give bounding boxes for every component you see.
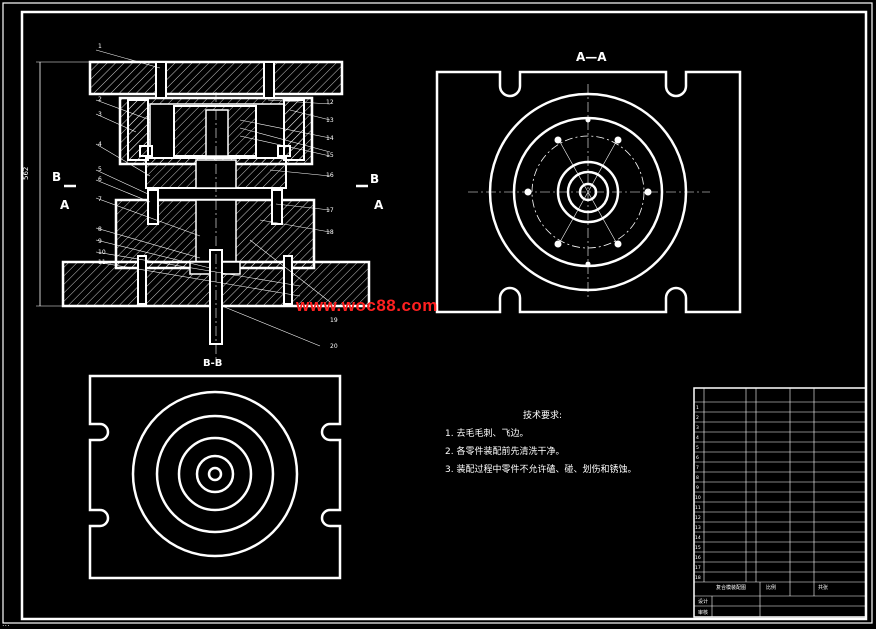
svg-text:14: 14 [326, 135, 334, 142]
svg-text:1: 1 [98, 43, 102, 50]
svg-text:8: 8 [98, 226, 102, 233]
note-line-2: 2. 各零件装配前先清洗干净。 [445, 447, 565, 457]
title-block-scale: 比例 [766, 585, 777, 591]
svg-text:13: 13 [326, 117, 334, 124]
note-line-1: 1. 去毛毛刺、飞边。 [445, 429, 529, 439]
title-block-sheet: 共张 [818, 585, 829, 591]
svg-text:16: 16 [326, 172, 334, 179]
svg-text:11: 11 [98, 259, 106, 266]
svg-text:2: 2 [696, 415, 699, 421]
svg-text:7: 7 [98, 196, 102, 203]
section-a-a-label: A—A [576, 50, 607, 64]
cut-marker-b-right: B [370, 172, 380, 186]
section-a-a-holes [524, 117, 652, 267]
footer-text: ... [2, 619, 10, 628]
svg-text:12: 12 [695, 515, 701, 521]
svg-text:5: 5 [696, 445, 699, 451]
svg-text:15: 15 [326, 152, 334, 159]
inner-frame [20, 10, 868, 621]
parts-list-table [693, 387, 867, 618]
cut-marker-a-right: A [374, 198, 384, 212]
svg-text:9: 9 [696, 485, 699, 491]
svg-text:4: 4 [98, 141, 102, 148]
svg-text:5: 5 [98, 166, 102, 173]
svg-text:17: 17 [326, 207, 334, 214]
svg-text:8: 8 [696, 475, 699, 481]
watermark: www.woc88.com [296, 296, 438, 315]
title-block-designer: 设计 [698, 599, 709, 605]
section-b-b-view [88, 374, 342, 580]
svg-text:1: 1 [696, 405, 699, 411]
svg-text:18: 18 [326, 229, 334, 236]
cut-marker-a-left: A [60, 198, 70, 212]
svg-text:7: 7 [696, 465, 699, 471]
svg-text:16: 16 [695, 555, 701, 561]
svg-text:3: 3 [696, 425, 699, 431]
svg-text:15: 15 [695, 545, 701, 551]
svg-text:18: 18 [695, 575, 701, 581]
title-block-name: 复合模装配图 [716, 585, 747, 591]
section-a-a-view [435, 70, 742, 314]
section-b-b-label: B-B [203, 358, 223, 369]
notes-title: 技术要求: [523, 411, 563, 421]
svg-text:4: 4 [696, 435, 699, 441]
svg-text:3: 3 [98, 111, 102, 118]
svg-text:20: 20 [330, 343, 338, 350]
svg-text:10: 10 [98, 249, 106, 256]
svg-text:14: 14 [695, 535, 701, 541]
svg-text:13: 13 [695, 525, 701, 531]
height-dimension: 562 [22, 166, 30, 180]
svg-text:2: 2 [98, 96, 102, 103]
title-block-checker: 审核 [698, 610, 709, 616]
svg-text:12: 12 [326, 99, 334, 106]
note-line-3: 3. 装配过程中零件不允许磕、碰、划伤和锈蚀。 [445, 465, 637, 475]
cut-marker-b-left: B [52, 170, 62, 184]
svg-text:6: 6 [696, 455, 699, 461]
svg-text:6: 6 [98, 176, 102, 183]
svg-text:10: 10 [695, 495, 701, 501]
svg-text:17: 17 [695, 565, 701, 571]
svg-text:9: 9 [98, 238, 102, 245]
svg-text:19: 19 [330, 317, 338, 324]
svg-text:11: 11 [695, 505, 701, 511]
